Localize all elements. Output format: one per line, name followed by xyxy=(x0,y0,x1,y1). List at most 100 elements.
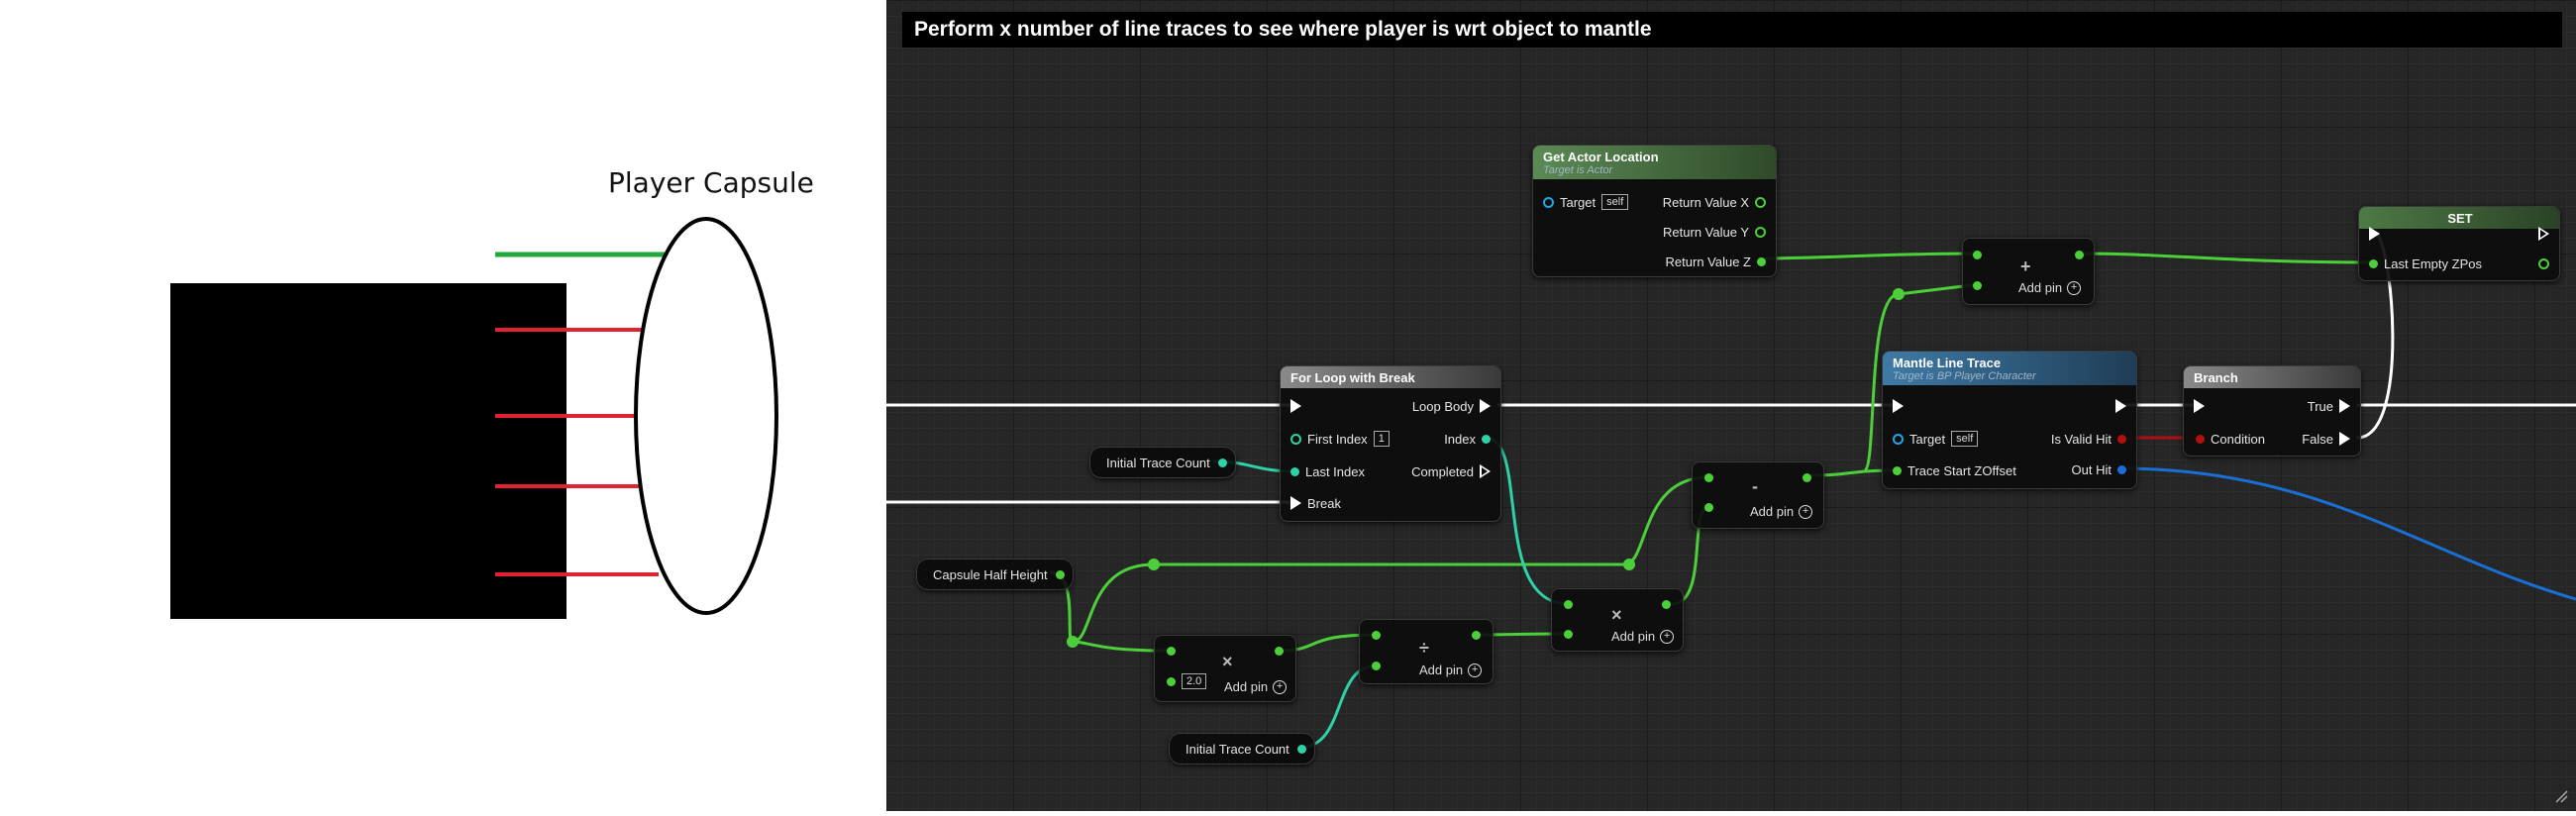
capsule-half-height-getter[interactable]: Capsule Half Height xyxy=(916,559,1074,590)
float-pin-icon xyxy=(1167,676,1176,686)
node-header: SET xyxy=(2359,207,2559,229)
bool-pin-icon xyxy=(2196,434,2205,444)
exec-out-pin[interactable] xyxy=(2538,227,2549,241)
float-pin-icon[interactable] xyxy=(1662,600,1671,609)
multiplier-value[interactable]: 2.0 xyxy=(1182,673,1207,689)
mantle-line-trace-node[interactable]: Mantle Line Trace Target is BP Player Ch… xyxy=(1882,351,2137,489)
node-header: Get Actor Location Target is Actor xyxy=(1533,146,1776,179)
float-pin-icon[interactable] xyxy=(2075,251,2084,259)
node-title: Branch xyxy=(2194,370,2238,385)
node-subtitle: Target is Actor xyxy=(1543,164,1613,176)
float-pin-icon[interactable] xyxy=(1973,281,1982,290)
pin-label: Index xyxy=(1444,431,1476,447)
false-pin[interactable]: False xyxy=(2302,430,2350,448)
pin-label: Is Valid Hit xyxy=(2050,431,2112,447)
initial-trace-count-getter[interactable]: Initial Trace Count xyxy=(1089,447,1236,478)
return-y-pin[interactable]: Return Value Y xyxy=(1663,223,1766,241)
float-pin-icon[interactable] xyxy=(1564,600,1573,609)
target-value[interactable]: self xyxy=(1601,194,1629,210)
return-x-pin[interactable]: Return Value X xyxy=(1663,193,1766,211)
blueprint-graph[interactable]: Perform x number of line traces to see w… xyxy=(886,0,2576,811)
int-pin-icon[interactable] xyxy=(1296,744,1306,754)
subtract-node[interactable]: - Add pin+ xyxy=(1692,461,1824,529)
last-index-pin[interactable]: Last Index xyxy=(1290,462,1365,480)
set-value-pin[interactable]: Last Empty ZPos xyxy=(2369,255,2482,272)
initial-trace-count-getter[interactable]: Initial Trace Count xyxy=(1169,733,1315,765)
pin-label: True xyxy=(2307,398,2333,414)
node-header: Mantle Line Trace Target is BP Player Ch… xyxy=(1883,352,2136,385)
multiply-node[interactable]: × Add pin+ xyxy=(1551,588,1684,652)
float-pin-icon[interactable] xyxy=(1704,473,1713,482)
add-pin-label: Add pin xyxy=(1611,629,1656,644)
add-pin-button[interactable]: Add pin+ xyxy=(1224,679,1288,694)
float-pin-icon[interactable] xyxy=(1472,631,1481,640)
float-pin-icon[interactable] xyxy=(1564,630,1573,639)
wire-z-to-add xyxy=(1757,252,1981,260)
float-pin-icon[interactable] xyxy=(1055,569,1065,579)
float-pin-icon[interactable] xyxy=(1973,251,1982,259)
float-pin-icon[interactable] xyxy=(1275,647,1284,656)
float-pin-icon[interactable] xyxy=(1803,473,1811,482)
target-pin[interactable]: Target self xyxy=(1543,193,1629,211)
plus-circle-icon: + xyxy=(2067,280,2082,295)
add-pin-label: Add pin xyxy=(1750,504,1795,519)
exec-out-pin xyxy=(2339,432,2350,446)
float-pin-icon xyxy=(1893,465,1902,475)
exec-in-pin[interactable] xyxy=(1290,399,1301,413)
exec-in-pin[interactable] xyxy=(2369,227,2380,241)
first-index-value[interactable]: 1 xyxy=(1373,431,1390,447)
add-pin-button[interactable]: Add pin+ xyxy=(1611,629,1675,644)
set-node[interactable]: SET Last Empty ZPos xyxy=(2358,206,2560,281)
add-pin-button[interactable]: Add pin+ xyxy=(1750,504,1813,519)
float-pin-icon[interactable] xyxy=(1372,631,1381,640)
condition-pin[interactable]: Condition xyxy=(2196,430,2265,448)
add-node[interactable]: + Add pin + xyxy=(1962,238,2095,305)
target-pin[interactable]: Target self xyxy=(1893,430,1979,448)
int-pin-icon xyxy=(1290,433,1301,445)
multiply-by-two-node[interactable]: 2.0 × Add pin+ xyxy=(1154,635,1296,702)
add-operator: + xyxy=(2020,256,2031,276)
resize-handle-icon[interactable] xyxy=(2554,789,2568,803)
float-pin-icon[interactable] xyxy=(1372,662,1381,670)
node-subtitle: Target is BP Player Character xyxy=(1893,370,2036,382)
break-pin[interactable]: Break xyxy=(1290,494,1341,512)
variable-label: Capsule Half Height xyxy=(933,566,1048,582)
comment-title[interactable]: Perform x number of line traces to see w… xyxy=(902,12,2562,48)
float-pin-icon[interactable] xyxy=(1167,647,1176,656)
out-hit-pin[interactable]: Out Hit xyxy=(2072,460,2126,478)
for-loop-with-break-node[interactable]: For Loop with Break Loop Body First Inde… xyxy=(1280,365,1501,522)
add-pin-button[interactable]: Add pin + xyxy=(2018,280,2082,295)
completed-pin[interactable]: Completed xyxy=(1411,462,1491,480)
divide-node[interactable]: ÷ Add pin+ xyxy=(1359,619,1494,684)
return-z-pin[interactable]: Return Value Z xyxy=(1666,253,1766,270)
float-pin-icon xyxy=(1757,256,1766,266)
first-index-pin[interactable]: First Index 1 xyxy=(1290,430,1390,448)
branch-node[interactable]: Branch True Condition False xyxy=(2183,365,2361,457)
pin-label: False xyxy=(2302,431,2333,447)
get-actor-location-node[interactable]: Get Actor Location Target is Actor Targe… xyxy=(1532,145,1777,277)
int-pin-icon[interactable] xyxy=(1217,458,1227,467)
exec-out-pin[interactable] xyxy=(2115,399,2126,413)
exec-in-pin[interactable] xyxy=(1893,399,1904,413)
float-pin-icon[interactable] xyxy=(2538,258,2549,269)
target-value[interactable]: self xyxy=(1951,431,1979,447)
add-pin-button[interactable]: Add pin+ xyxy=(1419,663,1483,677)
index-pin[interactable]: Index xyxy=(1444,430,1491,448)
pin-label: Target xyxy=(1560,194,1597,210)
wire-out-hit xyxy=(2118,466,2576,601)
float-pin-icon[interactable] xyxy=(1704,503,1713,512)
exec-in-pin[interactable] xyxy=(2194,399,2205,413)
float-pin-icon xyxy=(2369,258,2378,268)
exec-out-pin xyxy=(2339,399,2350,413)
multiplier-pin[interactable]: 2.0 xyxy=(1167,672,1207,690)
wire-capsule-to-sub xyxy=(1072,475,1709,644)
wall-block xyxy=(170,283,567,619)
is-valid-hit-pin[interactable]: Is Valid Hit xyxy=(2051,430,2126,448)
exec-out-pin xyxy=(1480,399,1491,413)
add-pin-label: Add pin xyxy=(2018,280,2063,295)
loop-body-pin[interactable]: Loop Body xyxy=(1412,397,1491,415)
trace-start-zoffset-pin[interactable]: Trace Start ZOffset xyxy=(1893,461,2016,479)
reroute-knot xyxy=(1623,559,1635,570)
player-capsule-shape xyxy=(634,217,778,615)
true-pin[interactable]: True xyxy=(2308,397,2350,415)
